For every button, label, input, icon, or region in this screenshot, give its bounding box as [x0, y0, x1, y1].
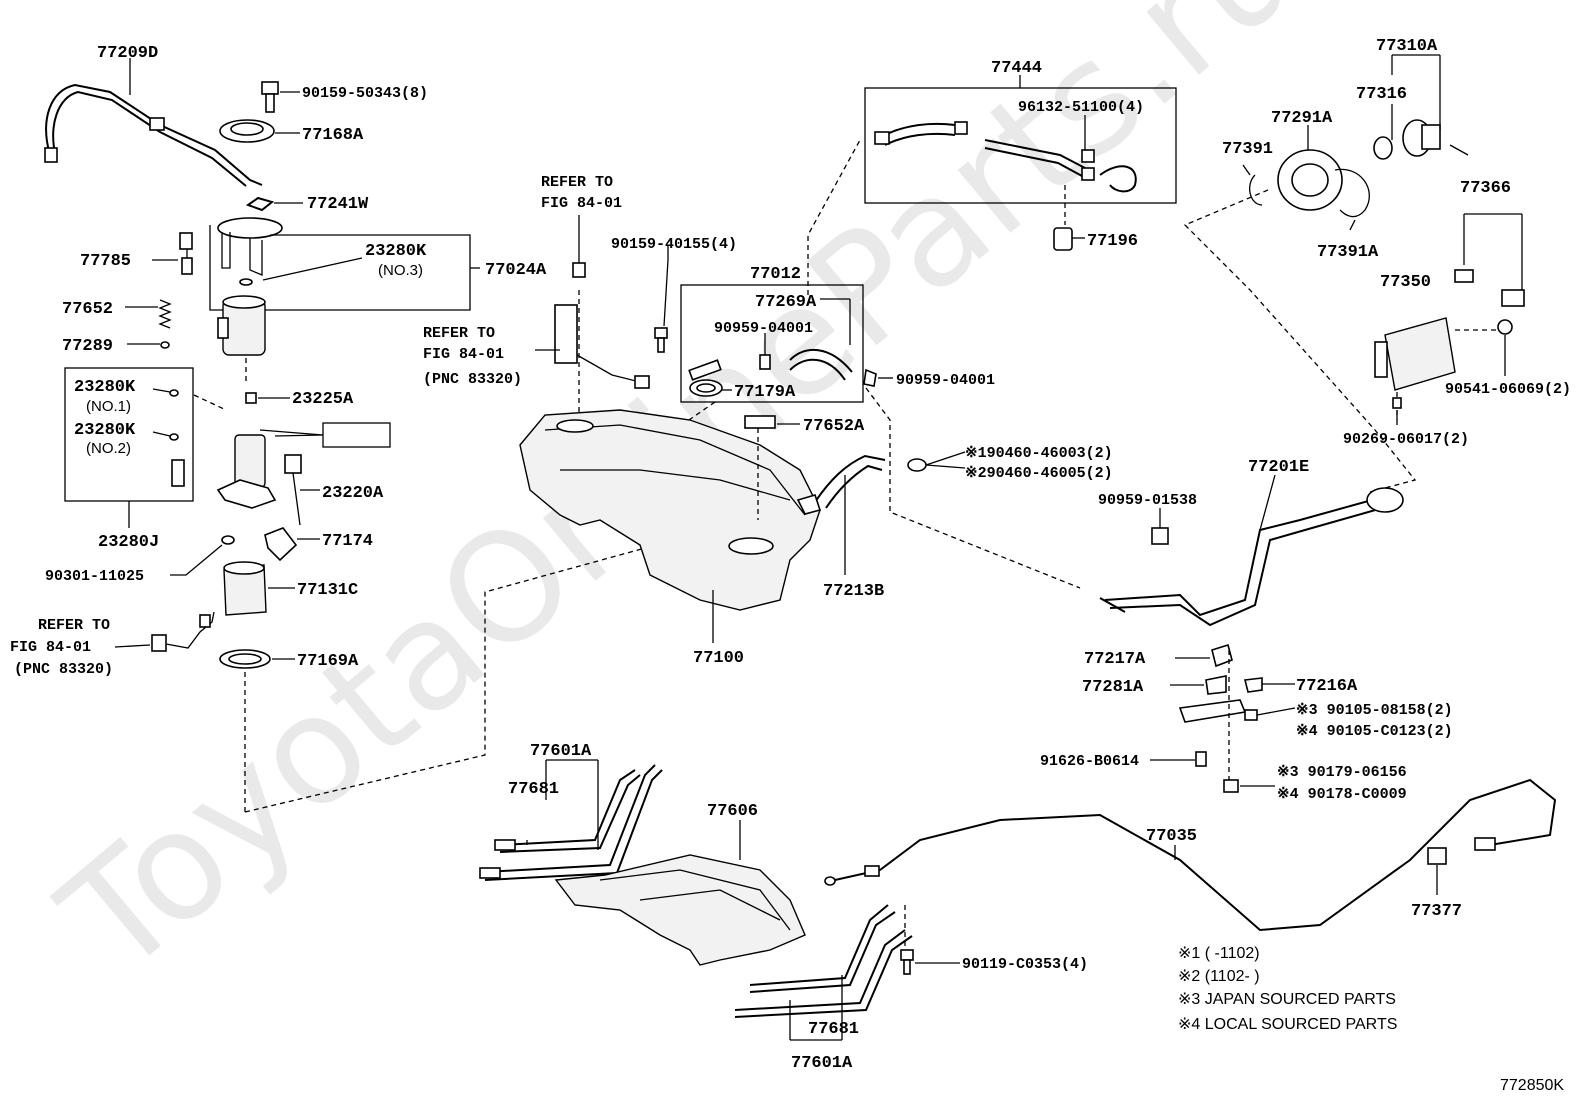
bottom-group — [479, 759, 1557, 1041]
vent-hose-group — [864, 75, 1177, 251]
label-90159-50343[interactable]: 90159-50343(8) — [302, 85, 428, 102]
label-77652[interactable]: 77652 — [62, 300, 113, 319]
label-90178-C0009[interactable]: ※4 90178-C0009 — [1277, 786, 1407, 803]
label-90269-06017[interactable]: 90269-06017(2) — [1343, 431, 1469, 448]
label-90959-01538[interactable]: 90959-01538 — [1098, 492, 1197, 509]
label-77174[interactable]: 77174 — [322, 532, 373, 551]
label-90460-46003[interactable]: ※190460-46003(2) — [965, 445, 1113, 462]
label-77681-bottom[interactable]: 77681 — [808, 1020, 859, 1039]
label-77601A-bottom[interactable]: 77601A — [791, 1054, 853, 1073]
legend: ※1 ( -1102) ※2 (1102- ) ※3 JAPAN SOURCED… — [1178, 945, 1397, 1033]
label-77179A[interactable]: 77179A — [734, 383, 796, 402]
label-refer-c-1: REFER TO — [38, 617, 110, 634]
label-77100[interactable]: 77100 — [693, 649, 744, 668]
label-77012[interactable]: 77012 — [750, 265, 801, 284]
label-refer-c-2: FIG 84-01 — [10, 639, 91, 656]
fuel-tank-group — [519, 139, 1081, 643]
label-90119-C0353[interactable]: 90119-C0353(4) — [962, 956, 1088, 973]
label-refer-b-3: (PNC 83320) — [423, 371, 522, 388]
label-77681-top[interactable]: 77681 — [508, 780, 559, 799]
label-90105-08158[interactable]: ※3 90105-08158(2) — [1296, 702, 1453, 719]
label-77366[interactable]: 77366 — [1460, 179, 1511, 198]
label-refer-a-2: FIG 84-01 — [541, 195, 622, 212]
label-90105-C0123[interactable]: ※4 90105-C0123(2) — [1296, 723, 1453, 740]
label-90301-11025[interactable]: 90301-11025 — [45, 568, 144, 585]
label-77209D[interactable]: 77209D — [97, 44, 158, 63]
label-77216A[interactable]: 77216A — [1296, 677, 1358, 696]
label-77391[interactable]: 77391 — [1222, 140, 1273, 159]
label-77316[interactable]: 77316 — [1356, 85, 1407, 104]
label-23280K-no2-sub: (NO.2) — [86, 440, 131, 457]
fuel-pump-group — [44, 58, 741, 813]
label-23280J[interactable]: 23280J — [98, 533, 159, 552]
part-labels: 77209D 90159-50343(8) 77168A 77241W 7778… — [10, 37, 1571, 1073]
label-77217A[interactable]: 77217A — [1084, 650, 1146, 669]
label-refer-b-1: REFER TO — [423, 325, 495, 342]
label-77350[interactable]: 77350 — [1380, 273, 1431, 292]
legend-note-4: ※4 LOCAL SOURCED PARTS — [1178, 1016, 1397, 1033]
label-23225A[interactable]: 23225A — [292, 390, 354, 409]
label-77168A[interactable]: 77168A — [302, 126, 364, 145]
label-90159-40155[interactable]: 90159-40155(4) — [611, 236, 737, 253]
legend-note-2: ※2 (1102- ) — [1178, 968, 1260, 985]
legend-note-1: ※1 ( -1102) — [1178, 945, 1260, 962]
label-77201E[interactable]: 77201E — [1248, 458, 1309, 477]
label-refer-a-1: REFER TO — [541, 174, 613, 191]
label-77601A-top[interactable]: 77601A — [530, 742, 592, 761]
label-refer-b-2: FIG 84-01 — [423, 346, 504, 363]
label-23280K-no3[interactable]: 23280K — [365, 242, 427, 261]
label-refer-c-3: (PNC 83320) — [14, 661, 113, 678]
label-90460-46005[interactable]: ※290460-46005(2) — [965, 465, 1113, 482]
label-90541-06069[interactable]: 90541-06069(2) — [1445, 381, 1571, 398]
label-77785[interactable]: 77785 — [80, 252, 131, 271]
label-23280K-no2[interactable]: 23280K — [74, 421, 136, 440]
label-23220A[interactable]: 23220A — [322, 484, 384, 503]
label-77269A[interactable]: 77269A — [755, 293, 817, 312]
label-77169A[interactable]: 77169A — [297, 652, 359, 671]
figure-code: 772850K — [1500, 1077, 1564, 1094]
label-77024A[interactable]: 77024A — [485, 261, 547, 280]
label-77652A[interactable]: 77652A — [803, 417, 865, 436]
label-77444[interactable]: 77444 — [991, 59, 1042, 78]
label-91626-B0614[interactable]: 91626-B0614 — [1040, 753, 1139, 770]
label-77291A[interactable]: 77291A — [1271, 109, 1333, 128]
legend-note-3: ※3 JAPAN SOURCED PARTS — [1178, 991, 1396, 1008]
label-90959-04001-b[interactable]: 90959-04001 — [896, 372, 995, 389]
label-90959-04001-a[interactable]: 90959-04001 — [714, 320, 813, 337]
label-77281A[interactable]: 77281A — [1082, 678, 1144, 697]
label-77213B[interactable]: 77213B — [823, 582, 884, 601]
label-77241W[interactable]: 77241W — [307, 195, 369, 214]
label-23280K-no1-sub: (NO.1) — [86, 398, 131, 415]
label-77289[interactable]: 77289 — [62, 337, 113, 356]
label-77391A[interactable]: 77391A — [1317, 243, 1379, 262]
label-23280K-no3-sub: (NO.3) — [378, 262, 423, 279]
label-23280K-no1[interactable]: 23280K — [74, 378, 136, 397]
label-90179-06156[interactable]: ※3 90179-06156 — [1277, 764, 1407, 781]
label-77377[interactable]: 77377 — [1411, 902, 1462, 921]
label-77310A[interactable]: 77310A — [1376, 37, 1438, 56]
filler-group — [1099, 54, 1525, 793]
label-96132-51100[interactable]: 96132-51100(4) — [1018, 99, 1144, 116]
label-77196[interactable]: 77196 — [1087, 232, 1138, 251]
label-77131C[interactable]: 77131C — [297, 581, 358, 600]
label-77035[interactable]: 77035 — [1146, 827, 1197, 846]
label-77606[interactable]: 77606 — [707, 802, 758, 821]
